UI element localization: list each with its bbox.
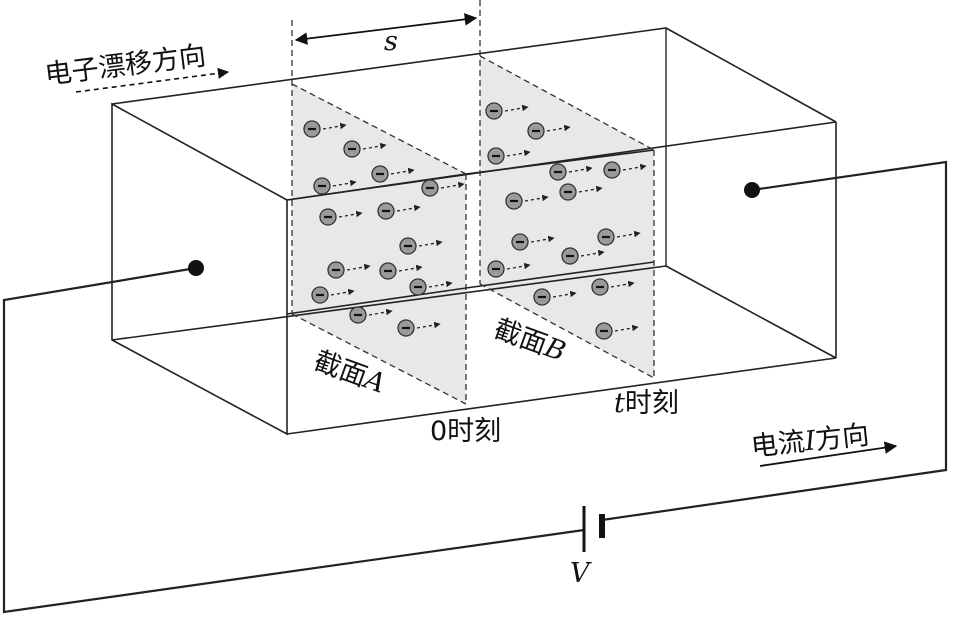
electron <box>591 278 635 296</box>
electron <box>371 165 415 183</box>
electron <box>397 319 441 337</box>
time-zero-label: 0时刻 <box>430 416 501 447</box>
electron <box>485 102 529 120</box>
section-a-shade <box>292 84 466 404</box>
electrons <box>303 102 647 340</box>
electron <box>327 261 371 279</box>
right-terminal <box>744 182 760 198</box>
drift-direction-label: 电子漂移方向 <box>43 40 208 91</box>
electron <box>343 140 387 158</box>
distance-label: s <box>384 26 398 57</box>
time-t-label: t时刻 <box>614 388 679 419</box>
section-a-outline <box>291 20 467 405</box>
electron <box>377 202 421 220</box>
voltage-label: V <box>570 558 592 589</box>
electron <box>349 306 393 324</box>
electron <box>311 286 355 304</box>
electron <box>409 278 453 296</box>
electron <box>597 228 641 246</box>
electron <box>303 120 347 138</box>
electron <box>549 163 593 181</box>
drift-direction-arrow <box>75 67 230 93</box>
electron <box>603 161 647 179</box>
electron <box>379 262 423 280</box>
distance-arrow <box>294 13 478 45</box>
electron <box>421 179 465 197</box>
electron <box>527 122 571 140</box>
section-b-outline <box>479 0 655 379</box>
electron <box>319 208 363 226</box>
electron <box>487 260 531 278</box>
circuit <box>2 160 948 614</box>
electron <box>505 192 549 210</box>
electron <box>595 322 639 340</box>
conductor-box <box>111 27 837 436</box>
left-terminal <box>188 260 204 276</box>
electron <box>487 147 531 165</box>
electron <box>313 177 357 195</box>
electron <box>533 288 577 306</box>
electron <box>511 233 555 251</box>
current-direction-arrow <box>759 441 898 467</box>
current-direction-label: 电流I方向 <box>749 420 870 463</box>
electron <box>561 247 605 265</box>
section-b-shade <box>480 56 654 378</box>
electron <box>399 237 443 255</box>
electron <box>559 183 603 201</box>
